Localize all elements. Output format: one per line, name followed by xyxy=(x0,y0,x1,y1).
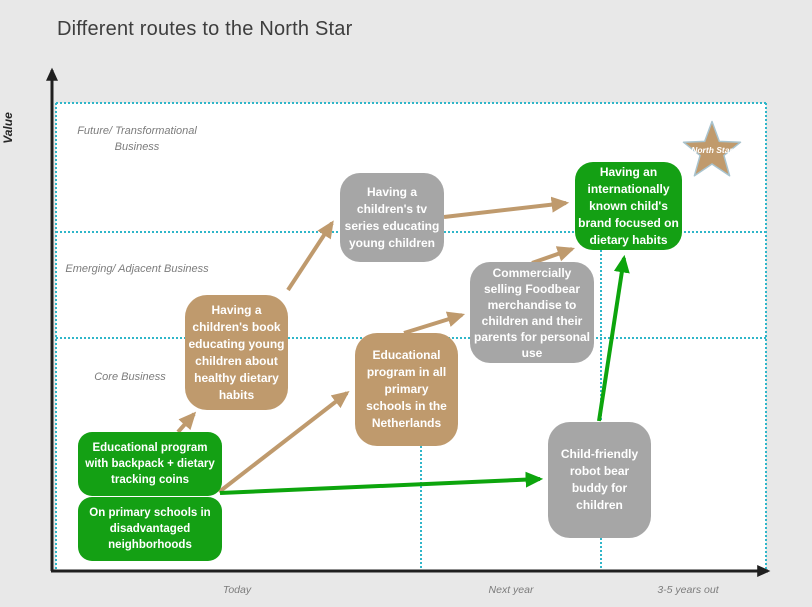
north-star-label: North Star xyxy=(691,145,733,155)
node-primary-schools: On primary schools in disadvantaged neig… xyxy=(78,497,222,561)
x-tick-next-year: Next year xyxy=(488,584,534,596)
arrow-book-to-tv xyxy=(286,220,334,292)
zone-label-future: Future/ Transformational Business xyxy=(77,125,197,153)
arrow-tv-to-brand xyxy=(443,196,570,219)
page-title: Different routes to the North Star xyxy=(57,18,353,40)
tan-route-arrows xyxy=(176,196,576,494)
arrow-backpack-to-netherlands xyxy=(217,391,350,494)
green-route-arrows xyxy=(219,254,630,495)
zone-label-emerging: Emerging/ Adjacent Business xyxy=(65,263,209,275)
zone-label-core: Core Business xyxy=(94,371,166,383)
node-robot-bear: Child-friendly robot bear buddy for chil… xyxy=(548,422,651,538)
arrow-schools-to-robot xyxy=(219,471,544,495)
node-childrens-book: Having a children's book educating young… xyxy=(185,295,288,410)
arrow-backpack-to-book xyxy=(176,411,197,434)
x-tick-3-5-years: 3-5 years out xyxy=(657,584,719,596)
node-netherlands-program: Educational program in all primary schoo… xyxy=(355,333,458,446)
node-backpack-program: Educational program with backpack + diet… xyxy=(78,432,222,496)
arrow-robot-to-brand xyxy=(597,254,630,422)
x-tick-today: Today xyxy=(222,584,252,596)
node-international-brand: Having an internationally known child's … xyxy=(575,162,682,250)
axes xyxy=(46,67,771,577)
arrow-netherlands-to-merchandise xyxy=(403,311,466,335)
node-merchandise: Commercially selling Foodbear merchandis… xyxy=(470,262,594,363)
north-star-icon xyxy=(682,120,742,177)
arrow-merchandise-to-brand xyxy=(531,246,576,265)
node-tv-series: Having a children's tv series educating … xyxy=(340,173,444,262)
